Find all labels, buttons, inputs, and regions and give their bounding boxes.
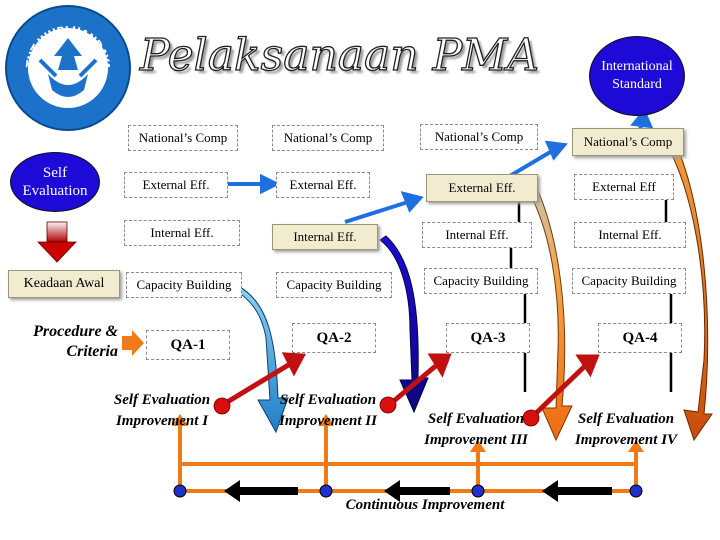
stage2-qa-box: QA-2 [292, 323, 376, 353]
stage2-self-evaluation-label: Self Evaluation Improvement II [262, 390, 394, 432]
stage1-external-box: External Eff. [124, 172, 228, 198]
procedure-criteria-label: Procedure & Criteria [14, 322, 118, 362]
stage4-qa-box: QA-4 [598, 323, 682, 353]
stage4-self-evaluation-label: Self Evaluation Improvement IV [556, 409, 696, 451]
stage4-se-line2: Improvement IV [574, 432, 678, 448]
red-dots [213, 396, 540, 427]
international-standard-line1: International [601, 59, 673, 74]
stage2-capacity-box: Capacity Building [276, 272, 392, 298]
stage1-se-line1: Self Evaluation [113, 392, 211, 408]
keadaan-awal-box: Keadaan Awal [8, 270, 120, 298]
curved-arrow-blue [379, 235, 429, 414]
stage1-se-line2: Improvement I [115, 413, 209, 429]
stage3-self-evaluation-label: Self Evaluation Improvement III [406, 409, 546, 451]
stage2-se-line1: Self Evaluation [279, 392, 377, 408]
stage1-self-evaluation-label: Self Evaluation Improvement I [100, 390, 224, 432]
stage4-national-box: National’s Comp [572, 128, 684, 156]
self-evaluation-node: Self Evaluation [10, 152, 100, 212]
procedure-arrow-icon [122, 330, 144, 356]
stage2-se-line2: Improvement II [279, 413, 377, 429]
procedure-line2: Criteria [66, 343, 118, 360]
international-standard-node: International Standard [589, 36, 685, 116]
international-standard-line2: Standard [612, 77, 662, 92]
stage2-external-box: External Eff. [276, 172, 370, 198]
stage3-capacity-box: Capacity Building [424, 268, 538, 294]
stage3-external-box: External Eff. [426, 174, 538, 202]
stage3-se-line1: Self Evaluation [427, 411, 525, 427]
stage1-national-box: National’s Comp [128, 125, 238, 151]
red-arrows [222, 352, 600, 420]
stage4-external-box: External Eff [574, 174, 674, 200]
stage2-internal-box: Internal Eff. [272, 224, 378, 250]
curved-arrow-dark-orange [663, 135, 713, 442]
orange-arrowheads [172, 414, 644, 452]
stage4-se-line1: Self Evaluation [577, 411, 675, 427]
procedure-line1: Procedure & [33, 323, 118, 340]
stage3-national-box: National’s Comp [420, 124, 538, 150]
stage2-national-box: National’s Comp [272, 125, 384, 151]
continuous-improvement-label: Continuous Improvement [345, 497, 505, 513]
blue-dots [173, 484, 643, 498]
logo: TUT WURI HANDAYANI [0, 0, 131, 131]
stage4-internal-box: Internal Eff. [574, 222, 686, 248]
stage3-se-line2: Improvement III [424, 432, 528, 448]
stage4-capacity-box: Capacity Building [572, 268, 686, 294]
stage3-internal-box: Internal Eff. [422, 222, 532, 248]
page-title: Pelaksanaan PMA [139, 29, 540, 81]
stage1-internal-box: Internal Eff. [124, 220, 240, 246]
stage1-capacity-box: Capacity Building [126, 272, 242, 298]
stage1-qa-box: QA-1 [146, 330, 230, 360]
curved-arrow-light-blue [230, 285, 289, 434]
black-left-arrows [224, 480, 612, 502]
down-arrow-icon [37, 221, 77, 263]
self-evaluation-line1: Self [42, 165, 68, 181]
self-evaluation-line2: Evaluation [22, 183, 88, 199]
curved-arrow-orange [527, 185, 573, 442]
stage3-qa-box: QA-3 [446, 323, 530, 353]
